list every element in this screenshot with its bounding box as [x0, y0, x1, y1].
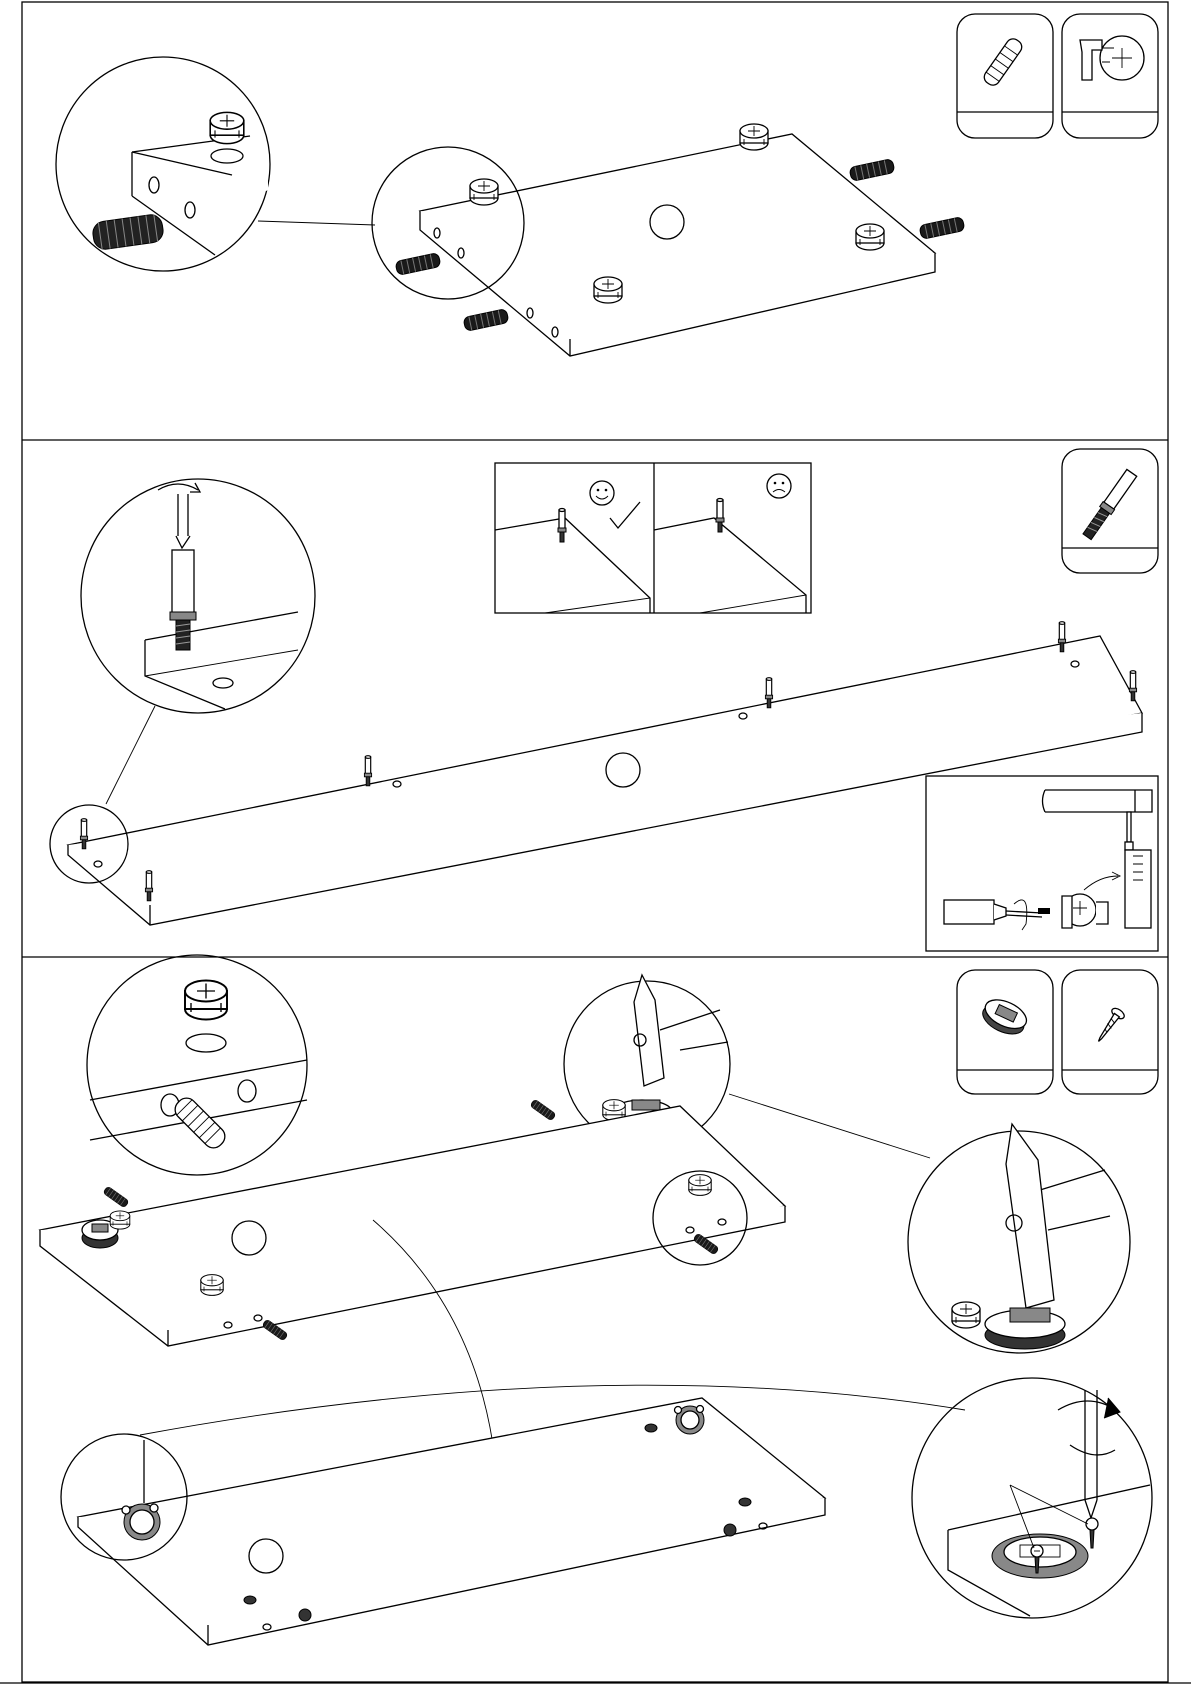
step-2-panel — [50, 449, 1158, 951]
board-panel-2 — [68, 622, 1142, 925]
sad-face-icon — [767, 474, 791, 498]
detail-hammer-zoom-large — [908, 1124, 1130, 1353]
board-panel-3-bottom — [78, 1398, 825, 1645]
step-1-panel — [56, 14, 1158, 356]
checkmark-icon — [610, 502, 640, 528]
part-box-cam-lock — [1062, 14, 1158, 138]
board-panel-1 — [395, 124, 965, 356]
cam-bracket-icon — [978, 994, 1031, 1040]
cam-lock-housing-icon — [1080, 36, 1144, 80]
step-3-panel — [40, 955, 1158, 1645]
wood-dowel-icon — [982, 36, 1025, 88]
detail-cam-dowel-zoom — [56, 57, 270, 271]
cam-bolt-icon — [1081, 469, 1137, 541]
part-box-cam-bolt — [1062, 449, 1158, 573]
screw-icon — [1093, 1006, 1126, 1045]
detail-screw-in-zoom — [81, 479, 315, 713]
board-panel-3-top — [40, 1099, 785, 1346]
comparison-box — [495, 463, 811, 613]
part-box-cam-bracket — [957, 970, 1053, 1094]
detail-screw-in-zoom — [912, 1378, 1152, 1618]
cam-tightening-inset — [926, 776, 1158, 951]
smiley-face-icon — [590, 481, 614, 505]
part-box-dowel — [957, 14, 1053, 138]
part-box-screw — [1062, 970, 1158, 1094]
detail-cam-dowel-zoom — [87, 955, 307, 1175]
